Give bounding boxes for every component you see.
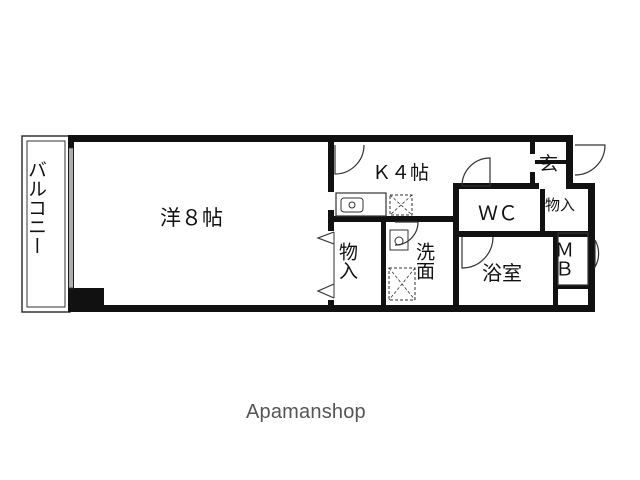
label-kitchen: Ｋ４帖	[372, 162, 429, 184]
kitchen-counter	[335, 192, 387, 217]
interior-walls	[328, 142, 589, 305]
label-storage-mid: 物入	[336, 242, 358, 280]
label-mb: ＭＢ	[552, 240, 574, 278]
label-western-room: 洋８帖	[160, 206, 223, 230]
balcony-inner-outline	[26, 140, 66, 308]
label-washroom: 洗面	[413, 242, 435, 280]
label-storage-entry: 物入	[545, 196, 575, 214]
label-wc: ＷＣ	[478, 201, 518, 225]
mb-box	[557, 232, 589, 286]
washer-space	[388, 267, 416, 301]
kitchen-sink	[340, 197, 364, 213]
corner-pillar	[74, 288, 104, 305]
label-balcony: バルコニー	[25, 160, 47, 255]
wash-basin	[389, 229, 409, 251]
label-bath: 浴室	[482, 261, 522, 285]
fridge-space	[389, 194, 413, 216]
label-entrance: 玄	[539, 153, 558, 175]
brand-logo: Apamanshop	[246, 401, 366, 423]
